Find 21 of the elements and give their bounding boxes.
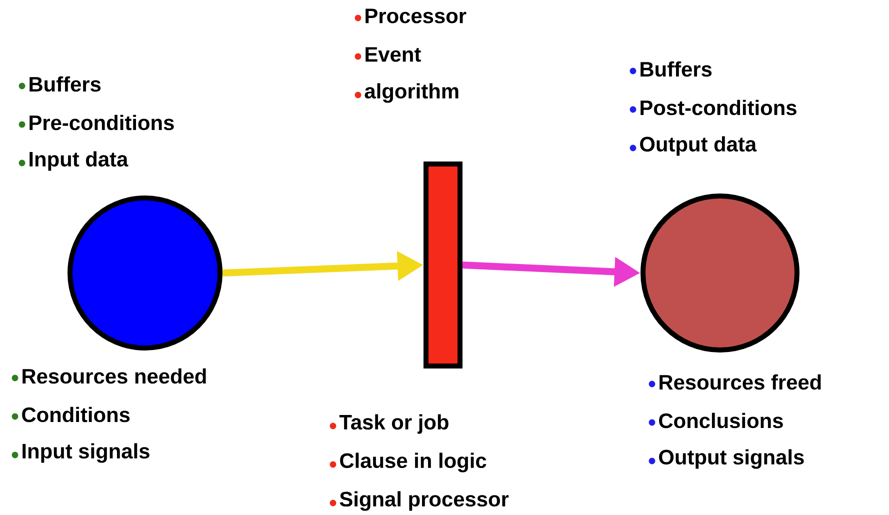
list-item: Conclusions	[648, 412, 783, 428]
list-item: Clause in logic	[330, 452, 486, 472]
list-item: Output data	[630, 136, 757, 156]
list-item: Task or job	[330, 414, 448, 434]
list-item: Event	[354, 47, 421, 62]
list-item: Processor	[354, 8, 466, 24]
list-item: Pre-conditions	[18, 114, 174, 130]
list-item: Post-conditions	[630, 100, 796, 116]
list-item: Buffers	[630, 61, 712, 77]
list-item: Signal processor	[330, 491, 509, 511]
list-item: algorithm	[354, 83, 458, 103]
list-item: Resources freed	[648, 374, 821, 390]
transition-bar	[424, 162, 462, 368]
list-item: Resources needed	[12, 368, 206, 384]
place-circle	[68, 196, 222, 350]
list-item: Output signals	[648, 449, 804, 469]
list-item: Buffers	[18, 76, 101, 92]
list-item: Input signals	[12, 443, 150, 463]
place-circle	[640, 194, 800, 352]
list-item: Conditions	[12, 406, 130, 422]
list-item: Input data	[18, 151, 128, 171]
